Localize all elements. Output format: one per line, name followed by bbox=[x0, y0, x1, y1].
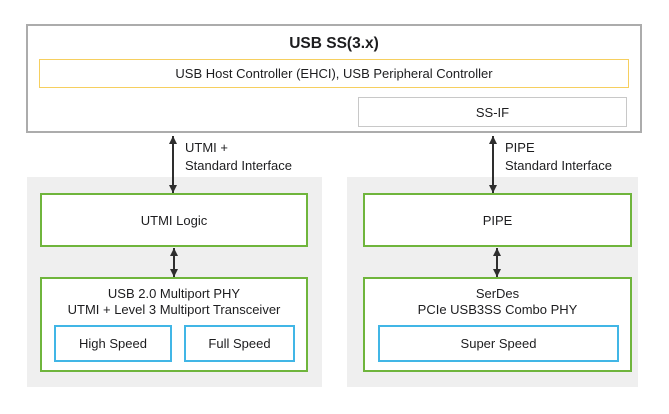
utmi-logic-label: UTMI Logic bbox=[140, 212, 208, 228]
host-controller-box: USB Host Controller (EHCI), USB Peripher… bbox=[39, 59, 629, 88]
full-speed-label: Full Speed bbox=[208, 336, 271, 351]
pipe-interface-line2: Standard Interface bbox=[505, 157, 612, 173]
super-speed-label: Super Speed bbox=[460, 336, 537, 351]
pipe-interface-arrow-icon bbox=[489, 136, 497, 193]
usb2-phy-title: USB 2.0 Multiport PHY UTMI + Level 3 Mul… bbox=[42, 286, 306, 318]
pipe-label: PIPE bbox=[482, 212, 513, 228]
high-speed-box: High Speed bbox=[54, 325, 172, 362]
serdes-line2: PCIe USB3SS Combo PHY bbox=[417, 302, 578, 317]
pipe-box: PIPE bbox=[363, 193, 632, 247]
utmi-interface-arrow-icon bbox=[169, 136, 177, 193]
full-speed-box: Full Speed bbox=[184, 325, 295, 362]
utmi-interface-line1: UTMI + bbox=[185, 140, 228, 155]
usb-ss-block: USB SS(3.x) USB Host Controller (EHCI), … bbox=[26, 24, 642, 133]
ssif-box: SS-IF bbox=[358, 97, 627, 127]
pipe-interface-label: PIPE Standard Interface bbox=[505, 139, 612, 174]
usb2-phy-line2: UTMI + Level 3 Multiport Transceiver bbox=[67, 302, 281, 317]
utmi-interface-line2: Standard Interface bbox=[185, 157, 292, 173]
serdes-phy-title: SerDes PCIe USB3SS Combo PHY bbox=[365, 286, 630, 318]
serdes-line1: SerDes bbox=[475, 286, 520, 301]
pipe-serdes-arrow-icon bbox=[493, 248, 501, 277]
pipe-interface-line1: PIPE bbox=[505, 140, 535, 155]
usb2-phy-panel: UTMI Logic USB 2.0 Multiport PHY UTMI + … bbox=[27, 177, 322, 387]
utmi-interface-label: UTMI + Standard Interface bbox=[185, 139, 292, 174]
serdes-combo-phy-box: SerDes PCIe USB3SS Combo PHY Super Speed bbox=[363, 277, 632, 372]
usb2-phy-line1: USB 2.0 Multiport PHY bbox=[107, 286, 241, 301]
host-controller-label: USB Host Controller (EHCI), USB Peripher… bbox=[175, 66, 493, 81]
utmi-logic-box: UTMI Logic bbox=[40, 193, 308, 247]
usb-ss-title: USB SS(3.x) bbox=[289, 35, 379, 52]
ssif-label: SS-IF bbox=[475, 104, 510, 120]
usb3-phy-panel: PIPE SerDes PCIe USB3SS Combo PHY Super … bbox=[347, 177, 638, 387]
utmi-logic-phy-arrow-icon bbox=[170, 248, 178, 277]
super-speed-box: Super Speed bbox=[378, 325, 619, 362]
high-speed-label: High Speed bbox=[79, 336, 147, 351]
usb2-multiport-phy-box: USB 2.0 Multiport PHY UTMI + Level 3 Mul… bbox=[40, 277, 308, 372]
